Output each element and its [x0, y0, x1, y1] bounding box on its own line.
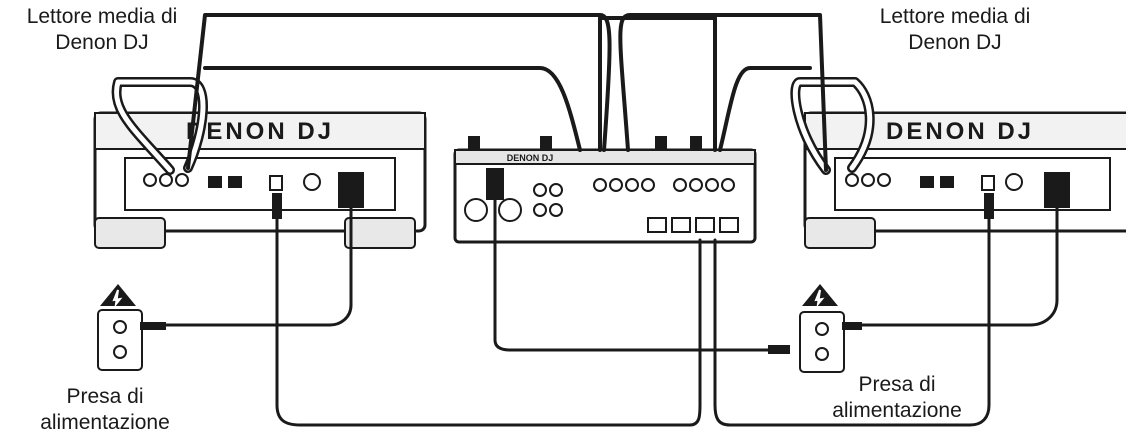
label-outlet-left-line2: alimentazione: [40, 411, 170, 434]
label-player-right: Lettore media di Denon DJ: [855, 4, 1055, 56]
player-left-brand: DENON DJ: [186, 118, 334, 145]
label-outlet-right: Presa di alimentazione: [812, 372, 982, 424]
label-outlet-left-line1: Presa di: [66, 385, 144, 408]
label-outlet-left: Presa di alimentazione: [20, 384, 190, 436]
mixer: DENON DJ: [453, 136, 757, 244]
mixer-brand: DENON DJ: [507, 153, 554, 163]
label-player-left-line1: Lettore media di: [26, 5, 178, 28]
label-player-right-line1: Lettore media di: [879, 5, 1031, 28]
label-player-right-line2: Denon DJ: [908, 31, 1002, 54]
label-outlet-right-line1: Presa di: [858, 373, 936, 396]
media-player-right: DENON DJ: [803, 111, 1126, 249]
media-player-left: DENON DJ: [93, 111, 427, 249]
label-outlet-right-line2: alimentazione: [832, 399, 962, 422]
audio-cables: [111, 13, 875, 175]
player-right-brand: DENON DJ: [886, 118, 1034, 145]
label-player-left-line2: Denon DJ: [55, 31, 149, 54]
power-outlet-left: [97, 284, 166, 371]
label-player-left: Lettore media di Denon DJ: [2, 4, 202, 56]
power-outlet-right: [768, 284, 862, 373]
power-cables: [163, 198, 1059, 427]
